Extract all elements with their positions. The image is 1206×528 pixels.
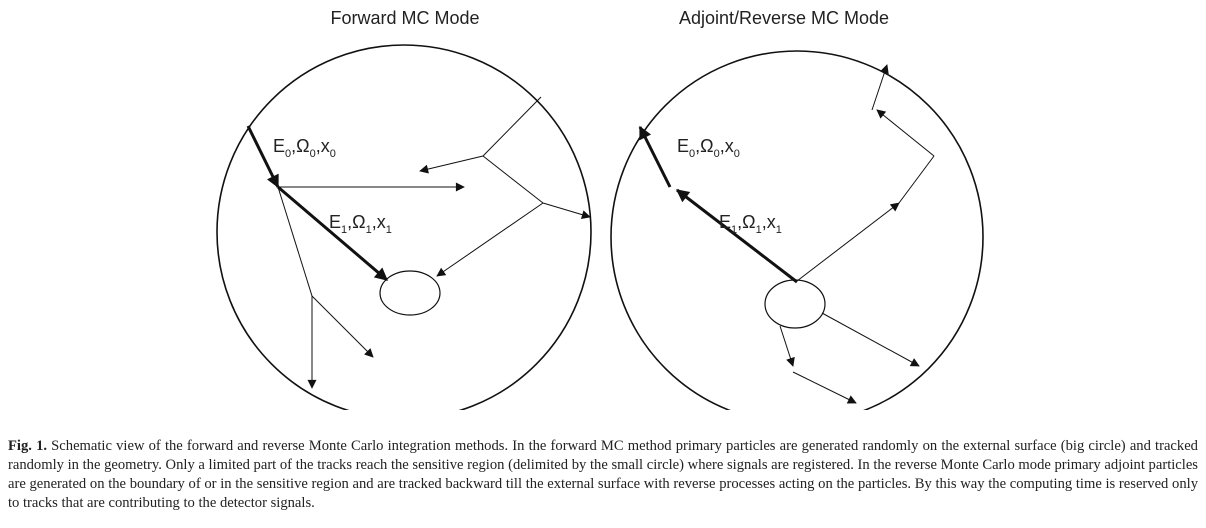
reverse-primary-adjoint-track-arrow [675,188,798,284]
track-arrow [871,64,889,111]
track-arrow [779,325,795,367]
reverse-label-secondary-state: E1,Ω1,x1 [719,212,782,236]
forward-secondary-thick-arrow [277,185,388,282]
forward-scatter-tracks [277,96,591,389]
track-arrow [436,202,544,277]
reverse-panel-title: Adjoint/Reverse MC Mode [679,8,889,28]
forward-panel-title: Forward MC Mode [330,8,479,28]
track-arrow [876,109,935,157]
track-segment [482,155,544,204]
track-segment [898,155,935,204]
reverse-scatter-tracks [779,64,935,404]
reverse-label-initial-state: E0,Ω0,x0 [677,136,740,160]
reverse-outgoing-thick-arrow [638,125,672,188]
forward-panel: Forward MC Mode E0,Ω0,x0 E1,Ω1,x1 [216,8,592,410]
caption-text: Schematic view of the forward and revers… [8,438,1198,511]
forward-label-initial-state: E0,Ω0,x0 [273,136,336,160]
forward-label-secondary-state: E1,Ω1,x1 [329,212,392,236]
track-arrow [542,202,591,220]
figure-caption: Fig. 1. Schematic view of the forward an… [8,437,1198,513]
forward-external-surface-circle [216,44,592,410]
track-arrow [311,295,374,358]
figure-diagram: Forward MC Mode E0,Ω0,x0 E1,Ω1,x1 Adjoin… [216,8,984,410]
forward-sensitive-region-ellipse [379,270,441,316]
reverse-panel: Adjoint/Reverse MC Mode E0,Ω0,x0 E1,Ω1,x… [610,8,984,410]
forward-primary-track-arrow [246,125,280,189]
reverse-external-surface-circle [610,50,984,410]
track-arrow [821,312,920,367]
caption-label: Fig. 1. [8,438,48,454]
track-segment [277,186,313,297]
reverse-sensitive-region-ellipse [764,279,826,329]
track-segment [482,96,542,157]
track-arrow [419,155,484,174]
track-arrow [792,371,857,404]
track-arrow [796,202,900,282]
